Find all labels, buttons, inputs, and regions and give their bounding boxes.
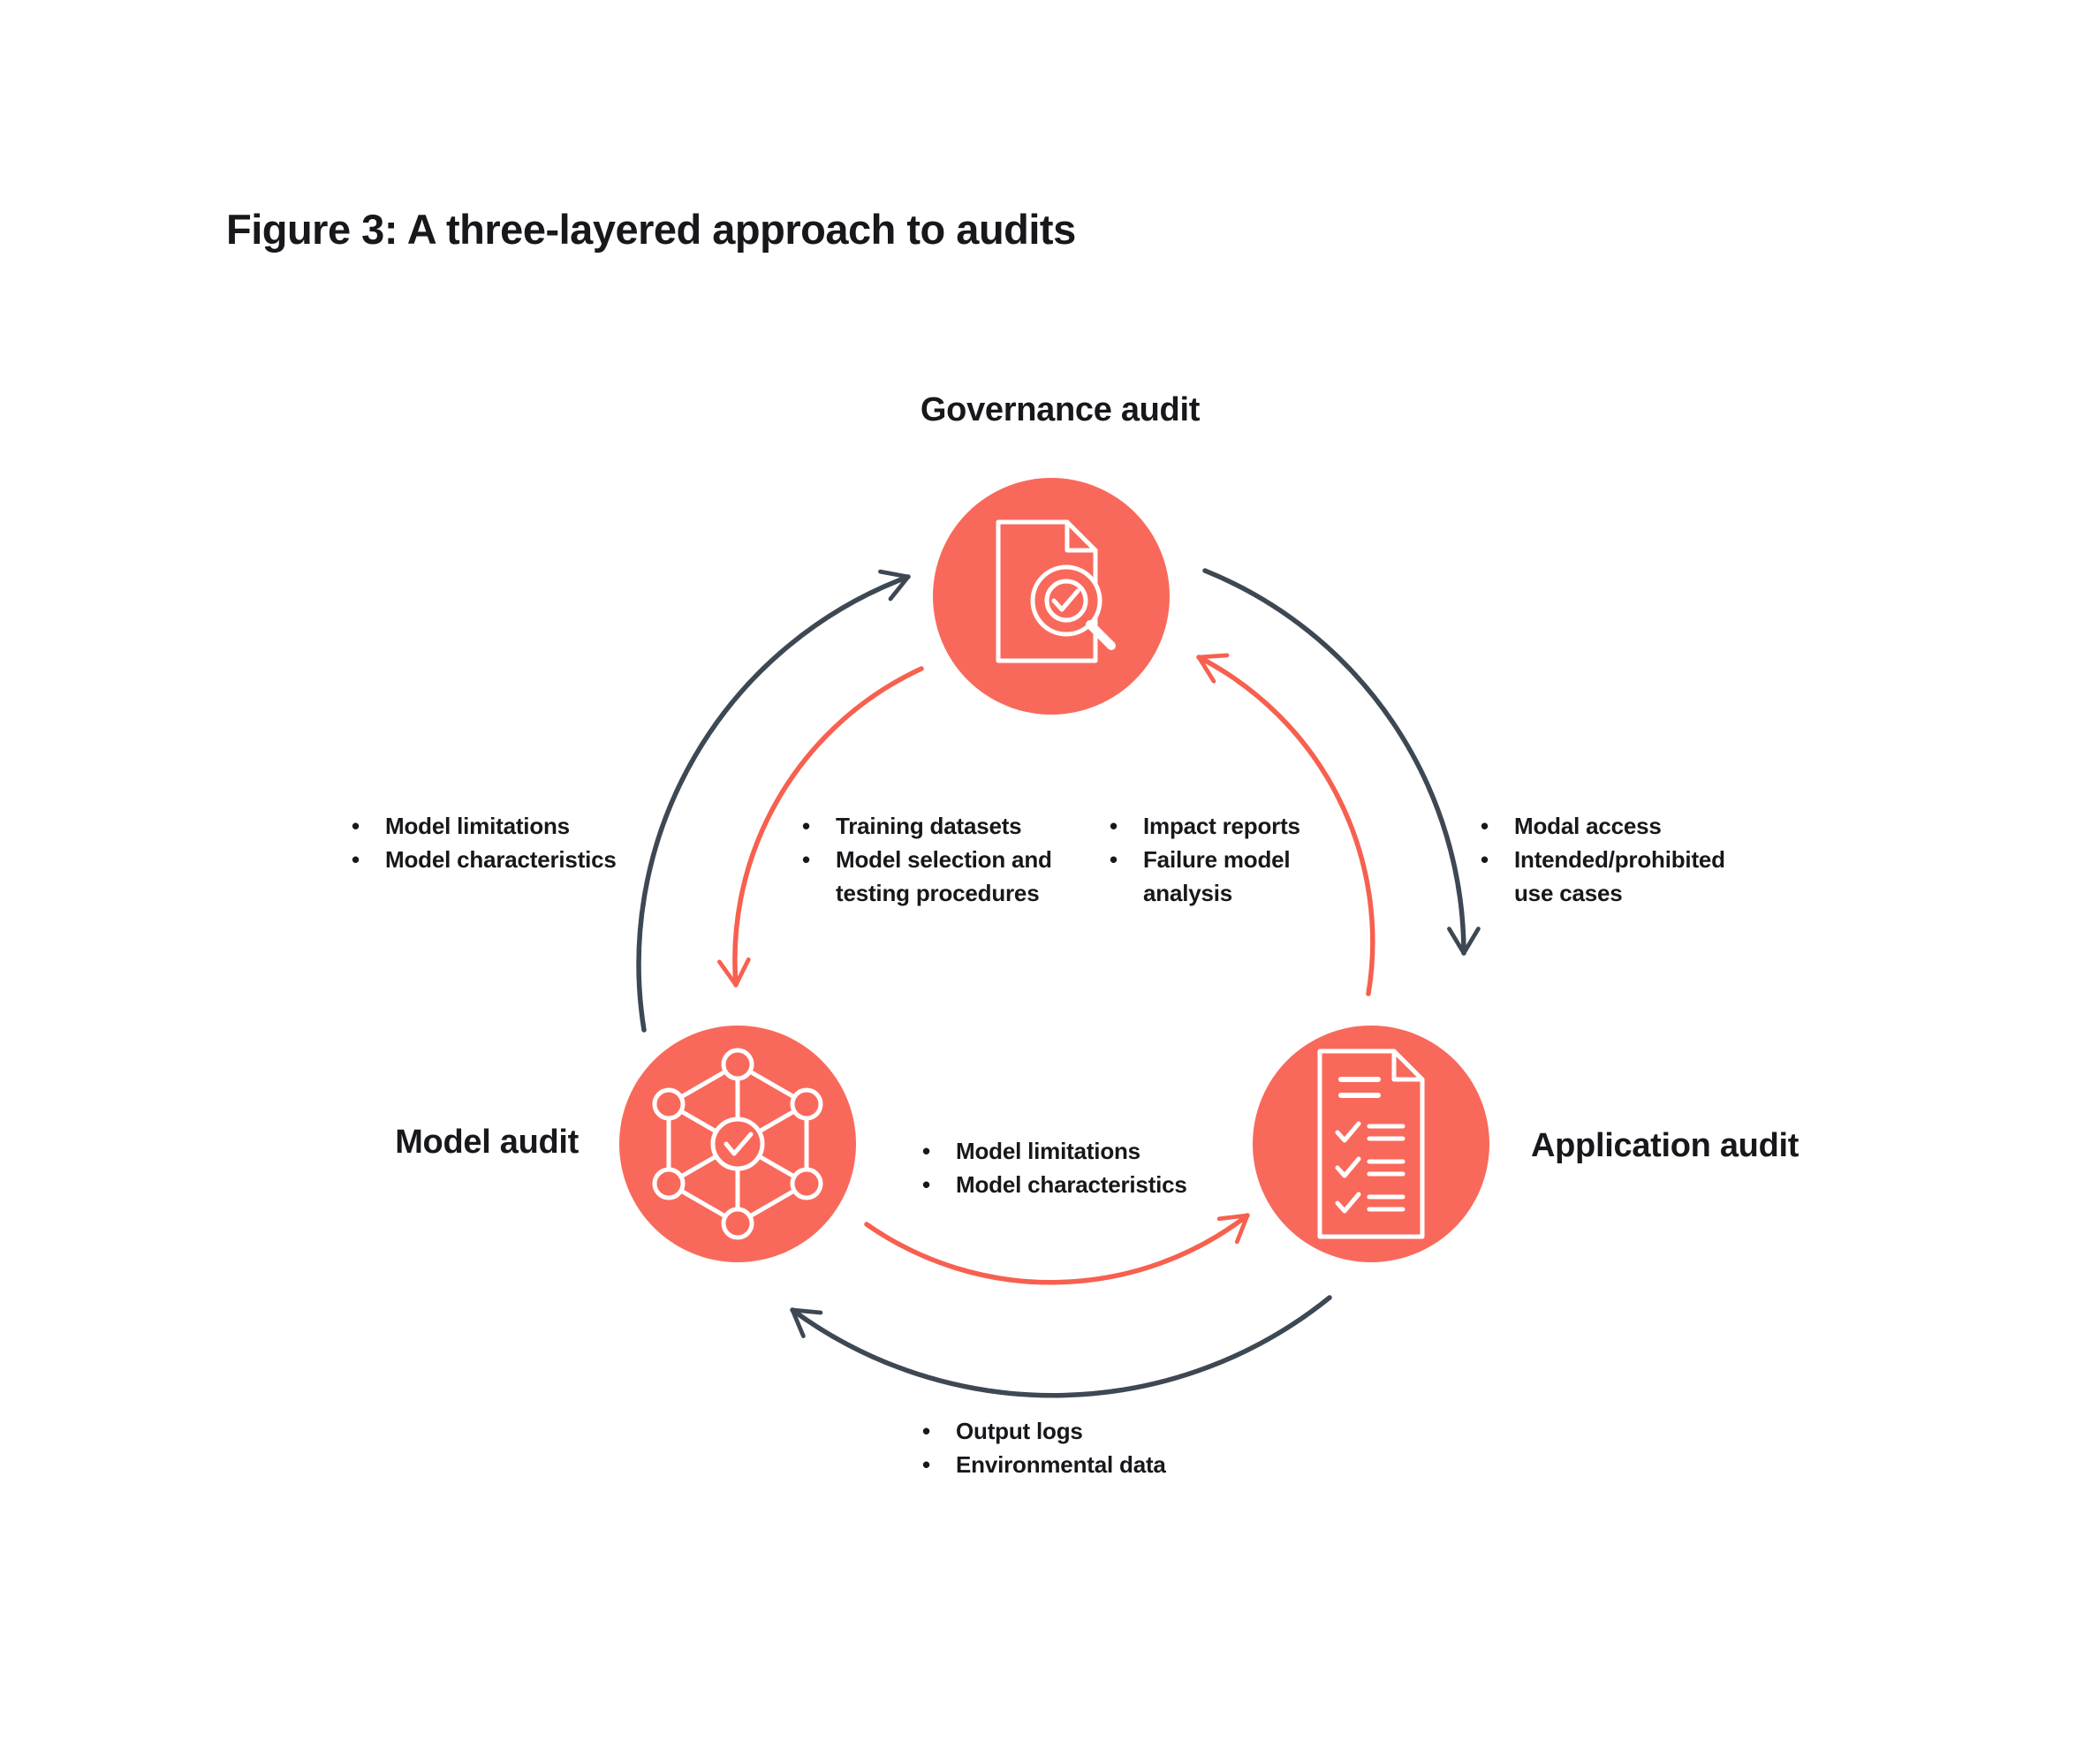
bullet-dot: •: [922, 1171, 930, 1198]
bullet-dot: •: [352, 813, 360, 839]
bullet-dot: •: [922, 1451, 930, 1478]
bullet-dot: •: [352, 846, 360, 873]
bullet-text: Modal access: [1514, 813, 1662, 839]
bullet-dot: •: [1110, 813, 1118, 839]
application-node: [1253, 1026, 1489, 1262]
bullet-text: Output logs: [956, 1418, 1083, 1444]
bullet-group-model-to-governance: • Model limitations • Model characteristic…: [352, 809, 617, 876]
application-label: Application audit: [1531, 1127, 1799, 1164]
bullet-text: Environmental data: [956, 1451, 1166, 1478]
arrow-governance-to-model: [717, 666, 924, 988]
bullet-group-application-to-governance: •Impact reports •Failure model •analysis: [1110, 809, 1300, 910]
bullet-text: Training datasets: [836, 813, 1022, 839]
bullet-text: Model limitations: [385, 813, 570, 839]
bullet-text: testing procedures: [836, 880, 1040, 906]
model-node: [619, 1026, 856, 1262]
bullet-group-governance-to-model: •Training datasets •Model selection and …: [802, 809, 1052, 910]
bullet-group-model-to-application: • Model limitations • Model characteristic…: [922, 1134, 1187, 1201]
bullet-dot: •: [802, 813, 810, 839]
bullet-text: Model selection and: [836, 846, 1052, 873]
bullet-dot: •: [922, 1418, 930, 1444]
bullet-text: use cases: [1514, 880, 1623, 906]
bullet-group-governance-to-application: •Modal access •Intended/prohibited •use …: [1481, 809, 1725, 910]
bullet-dot: •: [1481, 846, 1489, 873]
governance-label: Governance audit: [920, 391, 1201, 428]
bullet-dot: •: [802, 846, 810, 873]
bullet-text: analysis: [1143, 880, 1233, 906]
network-nodes-check-icon: [652, 1048, 823, 1240]
bullet-text: Model characteristics: [956, 1171, 1187, 1198]
governance-node: [933, 478, 1170, 715]
bullet-text: Failure model: [1143, 846, 1291, 873]
bullet-text: Model characteristics: [385, 846, 617, 873]
bullet-text: Intended/prohibited: [1514, 846, 1725, 873]
bullet-dot: •: [1110, 846, 1118, 873]
document-magnifier-check-icon: [996, 519, 1116, 663]
bullet-text: Impact reports: [1143, 813, 1300, 839]
bullet-dot: •: [1481, 813, 1489, 839]
arrow-model-to-application: [864, 1213, 1250, 1285]
model-label: Model audit: [395, 1124, 579, 1161]
arrow-application-to-governance: [1196, 653, 1375, 996]
bullet-group-application-to-model: • Output logs • Environmental data: [922, 1414, 1166, 1481]
arrow-application-to-model: [790, 1295, 1332, 1398]
figure-title: Figure 3: A three-layered approach to au…: [226, 206, 1076, 253]
checklist-document-icon: [1317, 1049, 1425, 1239]
arrow-governance-to-application: [1202, 568, 1481, 956]
arrow-model-to-governance: [636, 569, 911, 1033]
bullet-text: Model limitations: [956, 1138, 1140, 1164]
application-circle: [1253, 1026, 1489, 1262]
bullet-dot: •: [922, 1138, 930, 1164]
